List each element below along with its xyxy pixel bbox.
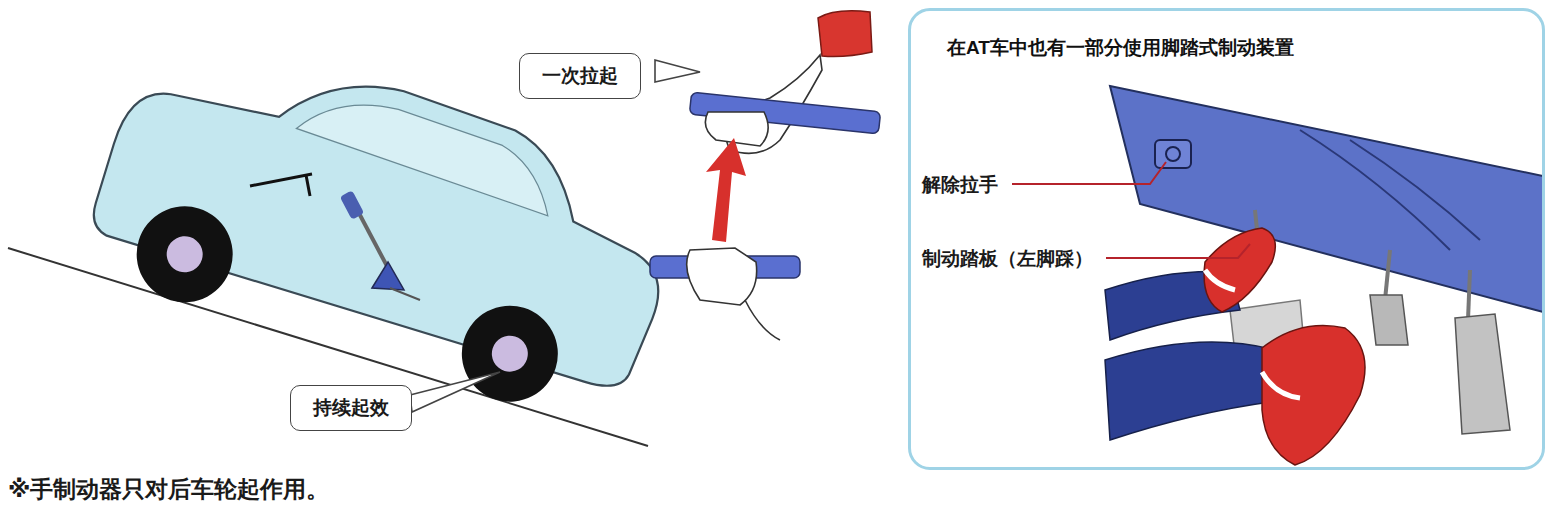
car-part bbox=[487, 331, 532, 376]
pull-arrow-part bbox=[706, 138, 746, 242]
car-part bbox=[88, 15, 695, 396]
leg-figure-part bbox=[1204, 228, 1275, 312]
car-part bbox=[162, 232, 207, 277]
callout-text: 持续起效 bbox=[313, 397, 389, 418]
pedal-part bbox=[1455, 314, 1510, 434]
leg-figure-part bbox=[1205, 270, 1235, 290]
car bbox=[75, 15, 695, 437]
leader-line-part bbox=[1106, 244, 1250, 258]
bubble-tail-part bbox=[410, 372, 500, 412]
leg-figure-part bbox=[1105, 342, 1285, 440]
handbrake-symbol-part bbox=[340, 190, 365, 220]
pull-arrow bbox=[706, 138, 746, 242]
part-label: 制动踏板（左脚踩） bbox=[920, 246, 1095, 272]
car-part bbox=[450, 294, 570, 414]
panel-ground bbox=[910, 10, 1543, 468]
callout-bubble: 一次拉起 bbox=[519, 53, 641, 99]
handbrake-symbol-part bbox=[306, 175, 310, 196]
car-part bbox=[293, 83, 564, 216]
panel-title: 在AT车中也有一部分使用脚踏式制动装置 bbox=[945, 35, 1296, 61]
leader-line bbox=[1012, 162, 1250, 258]
dashboard-part bbox=[1166, 147, 1180, 161]
hand-figure-part bbox=[818, 11, 872, 57]
callout-bubble: 持续起效 bbox=[290, 385, 412, 431]
pedal-part bbox=[1385, 250, 1390, 300]
leg-figure bbox=[1105, 228, 1365, 465]
pedal-part bbox=[1370, 295, 1408, 345]
handbrake-symbol-part bbox=[250, 174, 312, 186]
handbrake-symbol-part bbox=[390, 288, 420, 300]
caption-note: ※手制动器只对后车轮起作用。 bbox=[8, 474, 329, 505]
bubble-tail-part bbox=[655, 60, 700, 82]
hand-figure-part bbox=[687, 248, 757, 305]
handbrake-symbol bbox=[250, 174, 420, 300]
dashboard-part bbox=[1155, 140, 1191, 168]
handbrake-symbol-part bbox=[372, 262, 404, 290]
panel-box: 在AT车中也有一部分使用脚踏式制动装置 bbox=[908, 8, 1545, 470]
car-part bbox=[125, 194, 245, 314]
dashboard-part bbox=[1300, 130, 1450, 250]
callout-text: 一次拉起 bbox=[542, 65, 618, 86]
leader-line-part bbox=[1012, 162, 1166, 184]
leg-figure-part bbox=[1262, 372, 1300, 398]
hand-figure-part bbox=[745, 300, 780, 340]
hand-figure-part bbox=[705, 112, 768, 146]
part-label: 解除拉手 bbox=[920, 172, 1000, 198]
leg-figure-part bbox=[1262, 326, 1365, 466]
dashboard-part bbox=[1350, 140, 1480, 240]
hand-figure bbox=[650, 11, 881, 340]
pedal-part bbox=[1468, 270, 1470, 320]
bubble-tail bbox=[410, 60, 700, 412]
